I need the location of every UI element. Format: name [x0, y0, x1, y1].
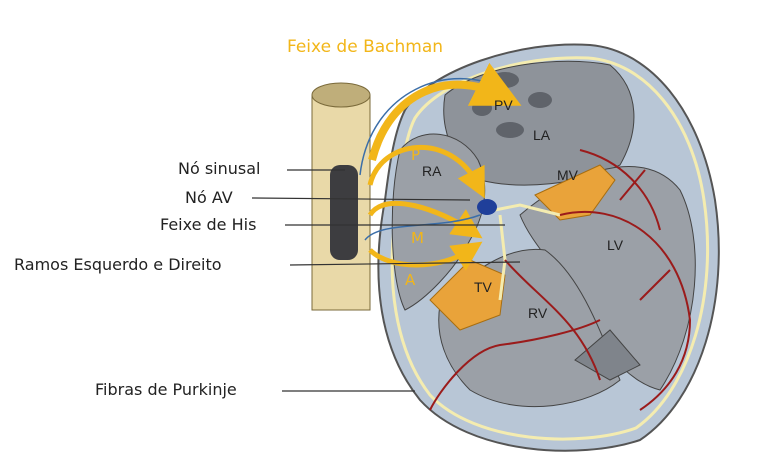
- lv-label: LV: [607, 237, 624, 253]
- his-bundle-label: Feixe de His: [160, 215, 256, 234]
- av-node-label: Nó AV: [185, 188, 233, 207]
- pathway-a-label: A: [405, 271, 416, 289]
- pathway-p-label: P: [411, 146, 420, 164]
- internodal-pathways: [359, 62, 522, 271]
- bundle-branches-label: Ramos Esquerdo e Direito: [14, 255, 222, 274]
- rv-label: RV: [528, 305, 548, 321]
- av-node: [477, 199, 497, 215]
- pathway-m-label: M: [411, 229, 424, 247]
- la-label: LA: [533, 127, 551, 143]
- ra-label: RA: [422, 163, 442, 179]
- vena-cava: [311, 82, 371, 311]
- heart-inner-outline: [390, 56, 710, 441]
- purkinje-fibers-label: Fibras de Purkinje: [95, 380, 237, 399]
- leader-lines: [251, 169, 521, 392]
- tv-label: TV: [474, 279, 493, 295]
- bachmann-bundle-label: Feixe de Bachman: [287, 37, 443, 57]
- sinus-node-label: Nó sinusal: [178, 159, 261, 178]
- purkinje-fibers: [429, 149, 692, 411]
- mv-label: MV: [557, 167, 579, 183]
- mitral-valve: [534, 164, 616, 221]
- pv-label: PV: [494, 97, 513, 113]
